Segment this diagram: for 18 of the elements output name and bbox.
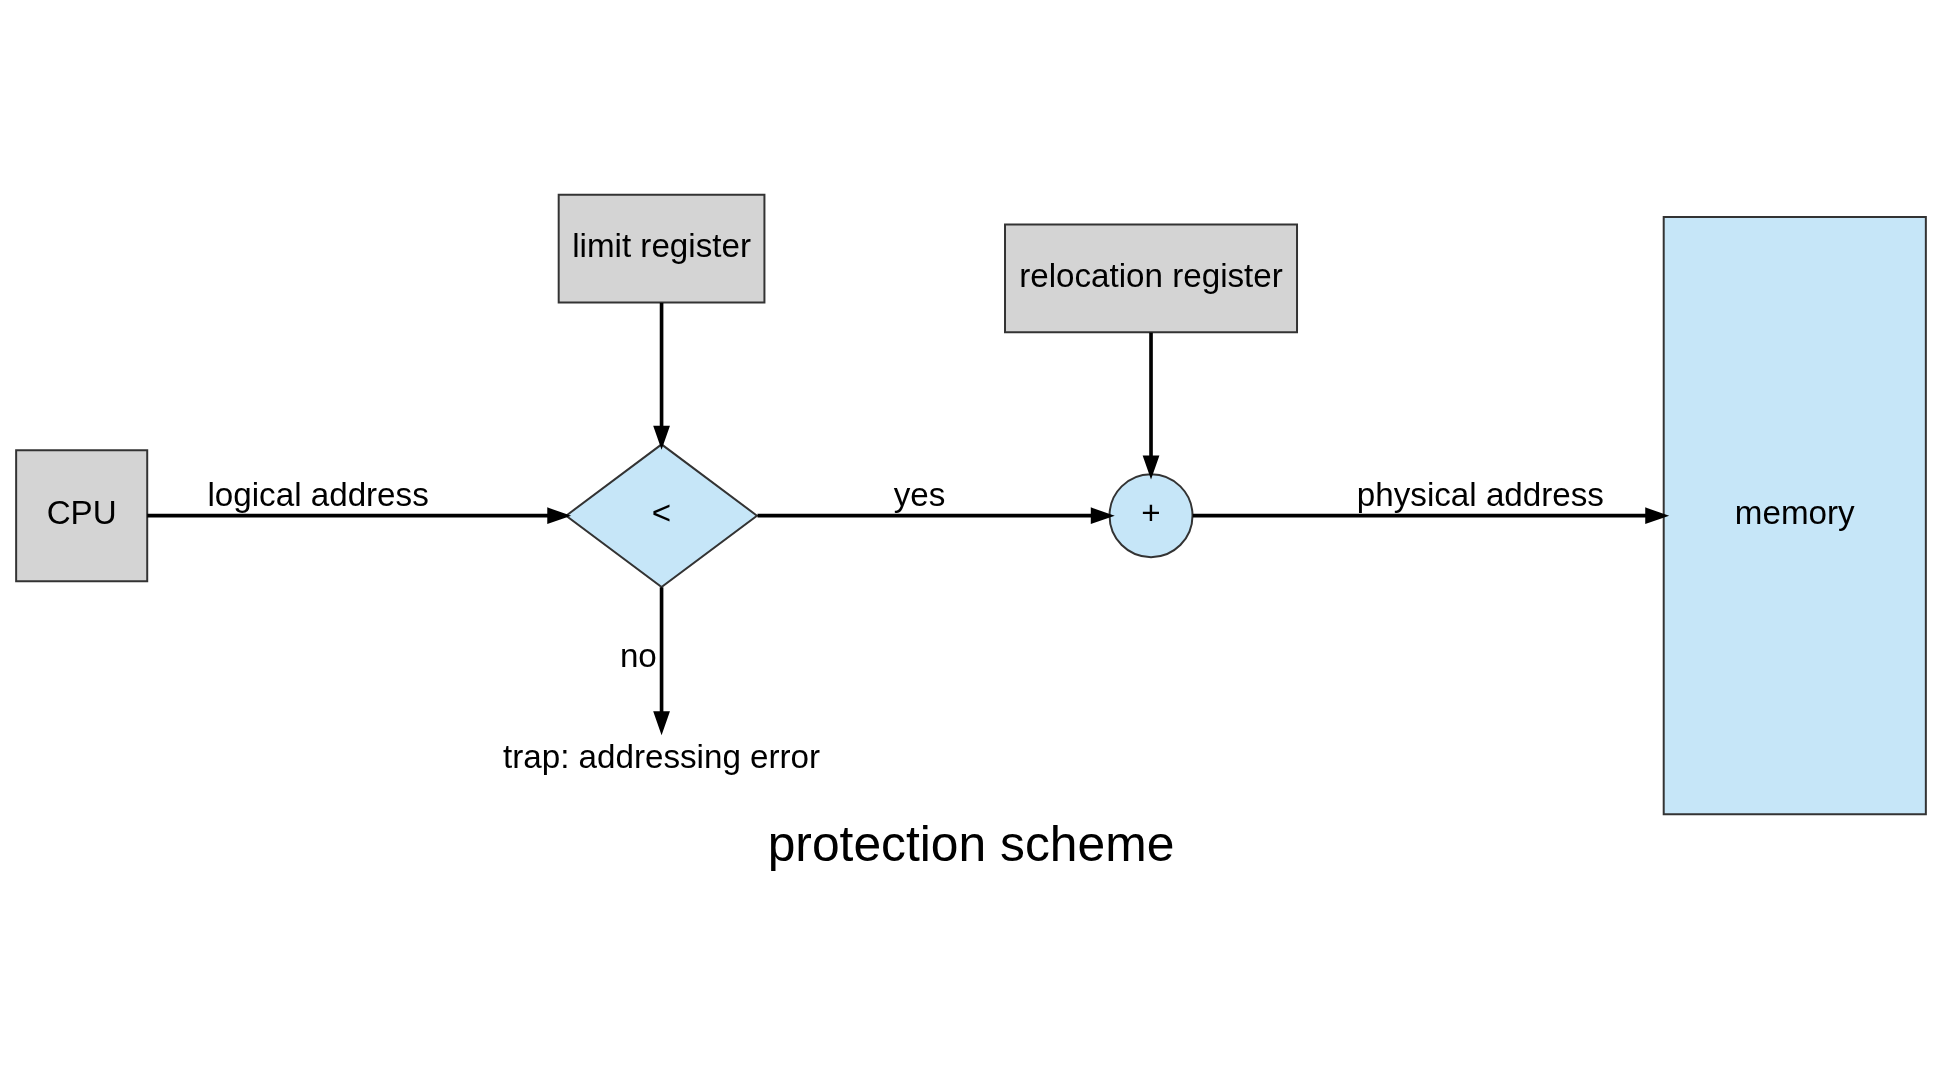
node-box: memory	[1662, 215, 1927, 815]
node-box: limit register	[557, 193, 765, 303]
arrow	[1192, 506, 1669, 524]
node-box: relocation register	[1003, 223, 1298, 333]
node-text: trap: addressing error	[502, 737, 820, 775]
arrow	[652, 586, 670, 735]
arrow	[146, 506, 571, 524]
arrow	[652, 302, 670, 450]
arrow	[1142, 332, 1159, 479]
edge-label: logical address	[206, 475, 429, 513]
edge-label: no	[619, 636, 657, 674]
node-box: CPU	[14, 448, 148, 582]
caption: protection scheme	[767, 815, 1174, 872]
edge-label: yes	[893, 475, 945, 513]
edge-label: physical address	[1356, 475, 1604, 513]
node-diamond: <	[564, 442, 759, 588]
node-circle: +	[1108, 472, 1193, 558]
arrow	[757, 506, 1115, 524]
